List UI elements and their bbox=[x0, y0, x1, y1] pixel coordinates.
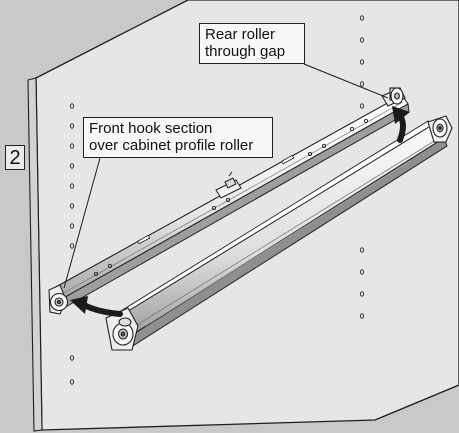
cabinet-profile-rail bbox=[48, 87, 410, 315]
callout-front-line-2: over cabinet profile roller bbox=[89, 137, 254, 154]
callout-rear-line-1: Rear roller bbox=[205, 26, 276, 43]
drawer-runner-rail bbox=[105, 115, 453, 351]
step-number: 2 bbox=[5, 145, 25, 170]
cabinet-panel bbox=[27, 0, 459, 432]
right-hole-column bbox=[359, 15, 365, 319]
front-insertion-arrow bbox=[70, 296, 123, 317]
callout-front-line-1: Front hook section bbox=[89, 120, 213, 137]
left-hole-column bbox=[69, 103, 75, 385]
callout-front-hook: Front hook section over cabinet profile … bbox=[83, 117, 273, 158]
callout-rear-roller: Rear roller through gap bbox=[199, 23, 305, 64]
callout-rear-line-2: through gap bbox=[205, 43, 286, 60]
rear-insertion-arrow bbox=[392, 106, 410, 143]
callout-leaders bbox=[63, 63, 389, 289]
